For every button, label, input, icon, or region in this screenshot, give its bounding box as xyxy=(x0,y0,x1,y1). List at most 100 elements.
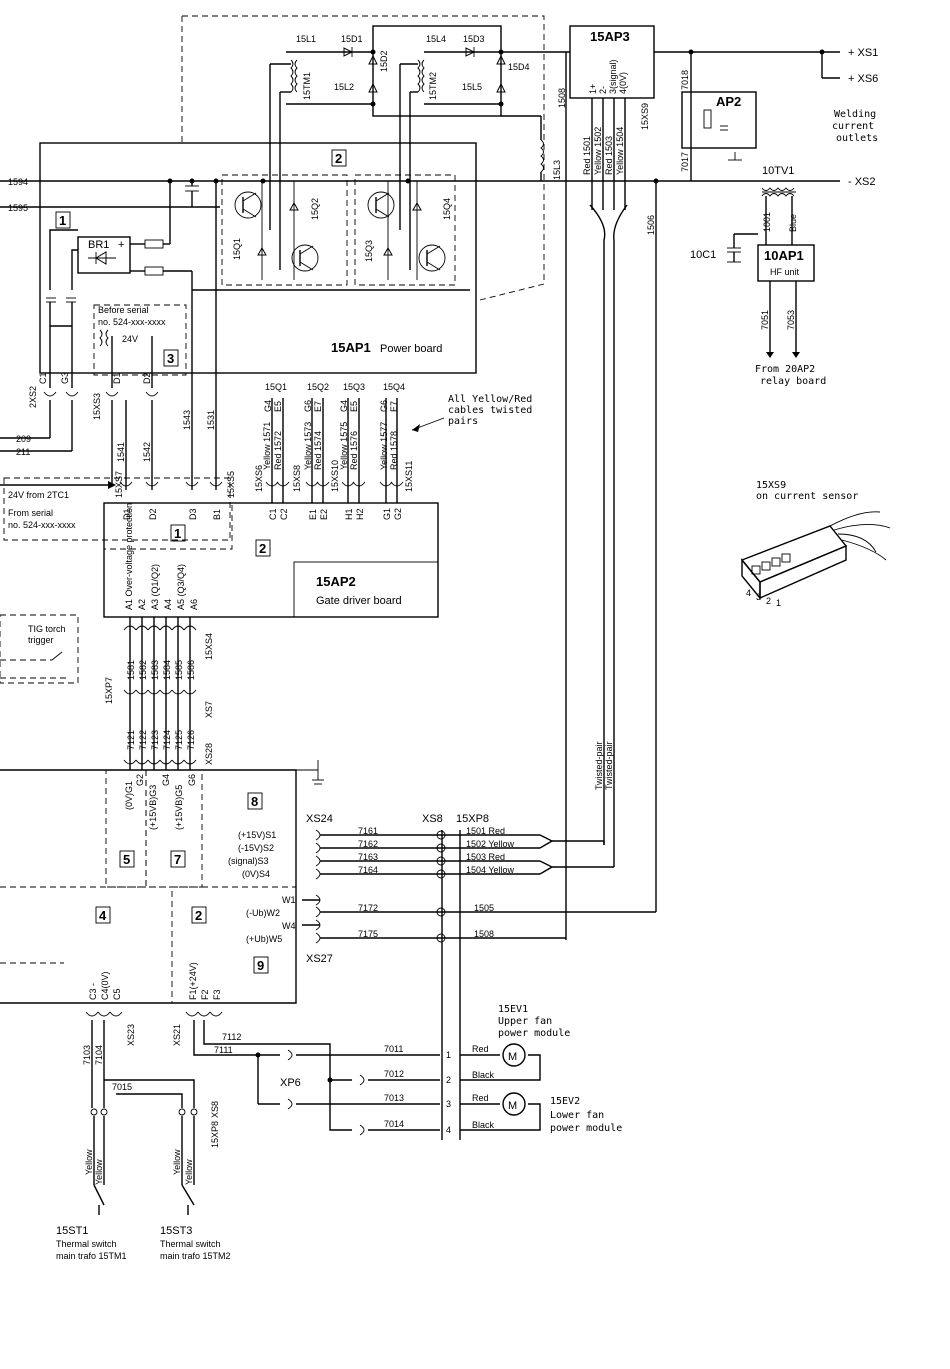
power-board-name: 15AP1 xyxy=(331,340,371,355)
svg-text:current: current xyxy=(832,121,874,132)
svg-text:Yellow 1575: Yellow 1575 xyxy=(339,422,349,470)
svg-text:relay board: relay board xyxy=(760,376,826,387)
svg-text:From serial: From serial xyxy=(8,508,53,518)
power-board-label: Power board xyxy=(380,343,442,355)
svg-text:Yellow: Yellow xyxy=(172,1149,182,1175)
svg-text:(signal)S3: (signal)S3 xyxy=(228,856,269,866)
svg-text:1581: 1581 xyxy=(126,660,136,680)
diode-block-box xyxy=(372,25,502,117)
svg-text:Yellow 1577: Yellow 1577 xyxy=(379,422,389,470)
svg-text:D3: D3 xyxy=(188,508,198,520)
transistor-15q3: 15Q3 xyxy=(364,191,395,262)
svg-text:7103: 7103 xyxy=(82,1045,92,1065)
svg-text:XS27: XS27 xyxy=(306,953,333,965)
svg-text:1001: 1001 xyxy=(762,212,772,232)
svg-text:TIG torch: TIG torch xyxy=(28,624,66,634)
section-number-1-top: 1 xyxy=(55,211,71,229)
svg-text:A5 (Q3/Q4): A5 (Q3/Q4) xyxy=(176,564,186,610)
svg-text:15XS8: 15XS8 xyxy=(292,465,302,492)
svg-text:7126: 7126 xyxy=(186,730,196,750)
section-number-8: 8 xyxy=(247,792,263,810)
svg-text:Blue: Blue xyxy=(788,214,798,232)
svg-text:F1(+24V): F1(+24V) xyxy=(188,962,198,1000)
svg-text:Red 1503: Red 1503 xyxy=(604,136,614,175)
svg-text:H2: H2 xyxy=(355,508,365,520)
svg-text:pairs: pairs xyxy=(448,416,478,427)
ap2-box xyxy=(681,91,757,149)
svg-text:1+: 1+ xyxy=(588,84,598,94)
svg-text:G6: G6 xyxy=(187,774,197,786)
svg-text:G6: G6 xyxy=(303,400,313,412)
gate-group-15q4: 15Q4 G6 E7 Yellow 1577 Red 1578 xyxy=(379,382,405,470)
svg-text:15L4: 15L4 xyxy=(426,34,446,44)
svg-text:(-15V)S2: (-15V)S2 xyxy=(238,843,274,853)
svg-text:Yellow 1504: Yellow 1504 xyxy=(615,127,625,175)
svg-text:Red 1576: Red 1576 xyxy=(349,431,359,470)
svg-text:F3: F3 xyxy=(212,989,222,1000)
svg-text:Thermal switch: Thermal switch xyxy=(56,1239,117,1249)
section-number-3: 3 xyxy=(163,349,179,367)
svg-text:Upper fan: Upper fan xyxy=(498,1016,552,1027)
svg-text:1531: 1531 xyxy=(206,410,216,430)
svg-text:3: 3 xyxy=(756,592,761,602)
svg-text:Gate driver board: Gate driver board xyxy=(316,595,402,607)
svg-text:C1: C1 xyxy=(38,372,48,384)
svg-text:5: 5 xyxy=(123,852,130,867)
svg-text:C1: C1 xyxy=(268,508,278,520)
svg-text:(+15VB)G3: (+15VB)G3 xyxy=(148,785,158,830)
gate-group-15q3: 15Q3 G4 E5 Yellow 1575 Red 1576 xyxy=(339,382,365,470)
svg-text:H1: H1 xyxy=(344,508,354,520)
svg-text:15Q3: 15Q3 xyxy=(343,382,365,392)
section-number-5: 5 xyxy=(119,850,135,868)
svg-text:15EV2: 15EV2 xyxy=(550,1096,580,1107)
svg-text:15Q2: 15Q2 xyxy=(310,198,320,220)
svg-text:G4: G4 xyxy=(161,774,171,786)
svg-text:XS24: XS24 xyxy=(306,813,333,825)
svg-text:Red 1572: Red 1572 xyxy=(273,431,283,470)
svg-text:9: 9 xyxy=(257,958,264,973)
svg-text:15L3: 15L3 xyxy=(552,160,562,180)
svg-text:7125: 7125 xyxy=(174,730,184,750)
svg-text:4(0V): 4(0V) xyxy=(618,72,628,94)
svg-text:Yellow: Yellow xyxy=(184,1159,194,1185)
svg-text:D2: D2 xyxy=(142,372,152,384)
svg-text:Yellow 1502: Yellow 1502 xyxy=(593,127,603,175)
sensor-connector-icon: 4 3 2 1 xyxy=(740,511,891,608)
svg-text:(0V)G1: (0V)G1 xyxy=(124,781,134,810)
svg-text:15XP8: 15XP8 xyxy=(456,813,489,825)
svg-text:Red: Red xyxy=(472,1044,489,1054)
svg-text:XP6: XP6 xyxy=(280,1077,301,1089)
svg-text:1585: 1585 xyxy=(174,660,184,680)
svg-text:XS8: XS8 xyxy=(210,1101,220,1118)
xs27-row-1: W1 xyxy=(282,894,321,906)
svg-text:Black: Black xyxy=(472,1070,495,1080)
svg-text:15D4: 15D4 xyxy=(508,62,530,72)
svg-text:1508: 1508 xyxy=(557,88,567,108)
svg-text:D1: D1 xyxy=(112,372,122,384)
svg-text:A6: A6 xyxy=(189,599,199,610)
svg-text:7121: 7121 xyxy=(126,730,136,750)
svg-text:G2: G2 xyxy=(135,774,145,786)
svg-text:1586: 1586 xyxy=(186,660,196,680)
section-number-4: 4 xyxy=(95,906,111,924)
xs27-row-2: (-Ub)W2 7172 1505 xyxy=(246,903,656,918)
svg-text:no. 524-xxx-xxxx: no. 524-xxx-xxxx xyxy=(8,520,76,530)
svg-text:15Q4: 15Q4 xyxy=(442,198,452,220)
svg-text:Red 1574: Red 1574 xyxy=(313,431,323,470)
svg-text:Yellow: Yellow xyxy=(94,1159,104,1185)
svg-text:3: 3 xyxy=(167,351,174,366)
svg-text:XS23: XS23 xyxy=(126,1024,136,1046)
svg-text:E5: E5 xyxy=(349,401,359,412)
svg-text:2-: 2- xyxy=(598,86,608,94)
section-number-2-top: 2 xyxy=(331,149,347,167)
svg-text:Twisted-pair: Twisted-pair xyxy=(594,741,604,790)
svg-text:15ST1: 15ST1 xyxy=(56,1225,88,1237)
svg-text:Welding: Welding xyxy=(834,109,876,120)
bridge-rectifier-br1 xyxy=(77,236,131,274)
svg-text:15XS9: 15XS9 xyxy=(756,480,786,491)
wire-label-1595: 1595 xyxy=(8,203,28,213)
svg-text:7104: 7104 xyxy=(94,1045,104,1065)
svg-text:15XS5: 15XS5 xyxy=(226,471,236,498)
svg-text:G4: G4 xyxy=(339,400,349,412)
